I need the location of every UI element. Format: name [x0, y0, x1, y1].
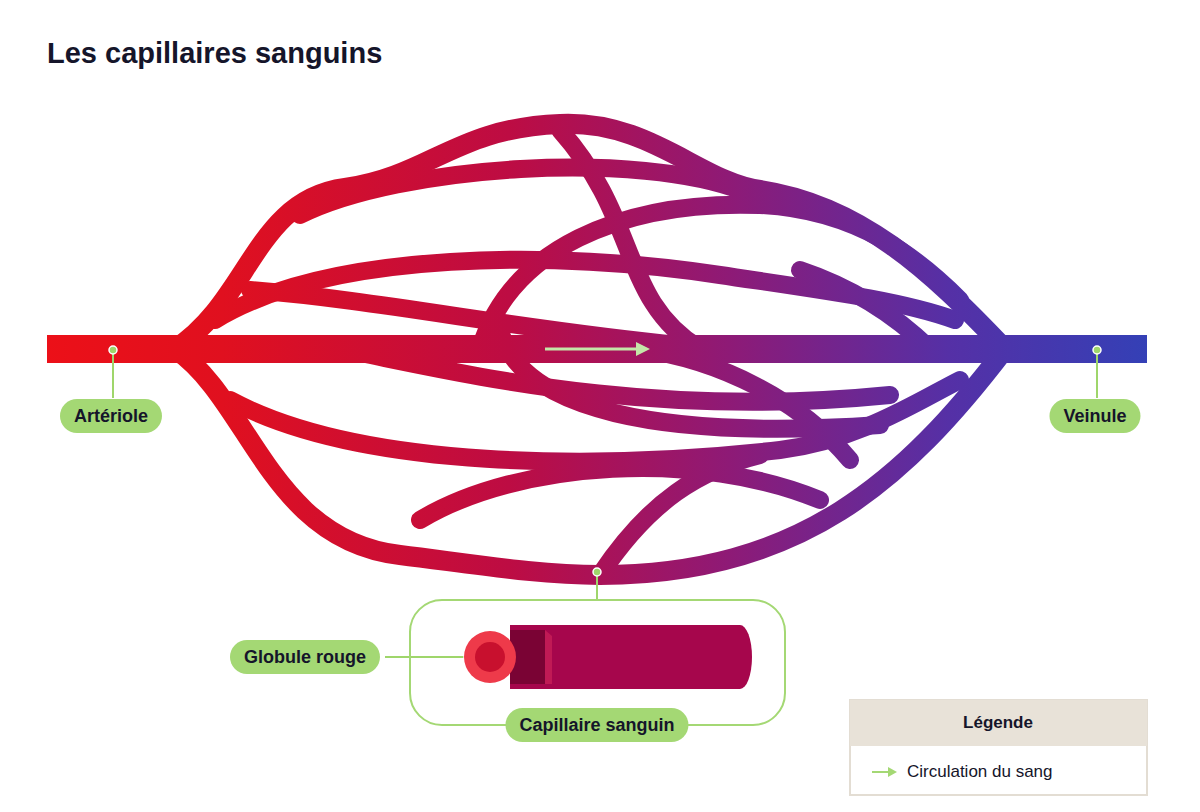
diagram-title: Les capillaires sanguins: [47, 36, 382, 70]
legend-text: Circulation du sang: [907, 762, 1053, 782]
capillary-tube: [464, 625, 752, 689]
capillary-network: [47, 124, 1147, 575]
flow-arrow: [545, 342, 650, 356]
callout-frame: [410, 600, 785, 725]
part-label: Capillaire sanguin: [505, 708, 688, 742]
part-label: Artériole: [60, 399, 162, 433]
part-label: Veinule: [1049, 399, 1140, 433]
legend-title: Légende: [963, 713, 1033, 733]
leader-lines: [109, 346, 1101, 661]
legend-box: [850, 700, 1147, 795]
part-label: Globule rouge: [230, 640, 380, 674]
